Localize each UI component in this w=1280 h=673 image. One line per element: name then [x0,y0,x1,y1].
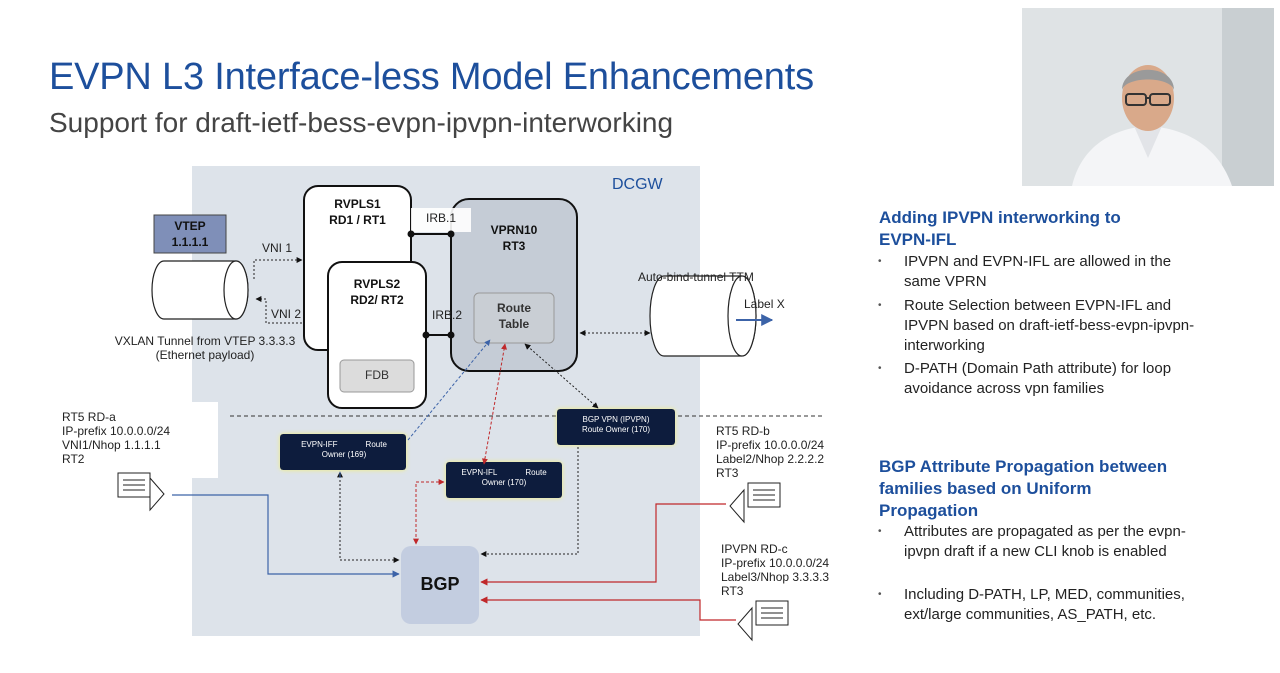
irb2-label: IRB.2 [432,308,463,322]
owner-bgpvpn-line1: BGP VPN (IPVPN) [582,415,650,424]
bullet-glyph: • [878,363,882,374]
evpn-diagram: DCGW VTEP 1.1.1.1 RVPLS1 RD1 / RT1 RVPLS… [0,150,860,650]
label-x: Label X [744,297,785,311]
slide-subtitle: Support for draft-ietf-bess-evpn-ipvpn-i… [49,107,674,138]
section2-bullet-text: Including D-PATH, LP, MED, communities, … [904,586,1185,623]
owner-iff-right: Route [365,440,387,449]
section2-heading-line2: families based on Uniform [879,479,1092,498]
rt5-a-line1: RT5 RD-a [62,410,116,424]
irb1-label: IRB.1 [426,211,457,225]
ipvpn-c-prefix: IP-prefix 10.0.0.0/24 [721,556,830,570]
rt5-a-line4: RT2 [62,452,85,466]
rt5-b-line3: Label2/Nhop 2.2.2.2 [716,452,825,466]
diagram-graphics [50,166,822,642]
vtep-label: VTEP 1.1.1.1 [154,218,226,250]
ipvpn-c-line3: Label3/Nhop 3.3.3.3 [721,570,830,584]
rt5-b-block: RT5 RD-b IP-prefix 10.0.0.0/24 Label2/Nh… [716,424,824,480]
section1-bullet-text: D-PATH (Domain Path attribute) for loop … [904,360,1172,397]
vni1-label: VNI 1 [262,241,293,255]
section1-bullet-text: IPVPN and EVPN-IFL are allowed in the sa… [904,253,1172,290]
vtep-label-line2: 1.1.1.1 [171,235,209,249]
bullet-glyph: • [878,256,882,267]
section1-heading-line2: EVPN-IFL [879,230,957,249]
presenter-video [1022,8,1274,186]
vtep-label-line1: VTEP [174,219,206,233]
ipvpn-c-block: IPVPN RD-c IP-prefix 10.0.0.0/24 Label3/… [721,542,829,598]
rt5-b-line1: RT5 RD-b [716,424,770,438]
auto-bind-label: Auto-bind-tunnel TTM [638,270,754,284]
message-icon-right-bottom [737,600,789,642]
rvpls2-label-line2: RD2/ RT2 [350,293,404,307]
vprn10-label-line1: VPRN10 [490,223,538,237]
section1-heading: Adding IPVPN interworking to EVPN-IFL [879,207,1121,251]
rt5-a-block: RT5 RD-a IP-prefix 10.0.0.0/24 VNI1/Nhop… [62,410,170,466]
ipvpn-c-line4: RT3 [721,584,744,598]
owner-ifl-left: EVPN-IFL [461,468,498,477]
slide-title: EVPN L3 Interface-less Model Enhancement… [49,56,814,98]
fdb-label: FDB [365,368,389,382]
owner-ifl-box [446,462,562,498]
owner-iff-label: EVPN-IFF Route Owner (169) [284,440,404,460]
bullet-glyph: • [878,589,882,600]
section2-heading-line3: Propagation [879,501,979,520]
vprn10-label-line2: RT3 [502,239,526,253]
vxlan-label: VXLAN Tunnel from VTEP 3.3.3.3 (Ethernet… [94,334,316,362]
owner-ifl-label: EVPN-IFL Route Owner (170) [448,468,560,488]
message-icon-left [117,472,165,512]
route-table-label: Route Table [474,300,554,332]
section2-bullet-text: Attributes are propagated as per the evp… [904,523,1186,560]
rvpls1-label: RVPLS1 RD1 / RT1 [304,196,411,228]
vtep-box [153,214,227,254]
rvpls2-label-line1: RVPLS2 [353,277,401,291]
vxlan-label-line2: (Ethernet payload) [155,348,255,362]
bgp-label: BGP [420,574,460,594]
section1-heading-line1: Adding IPVPN interworking to [879,208,1121,227]
ipvpn-c-line1: IPVPN RD-c [721,542,788,556]
bullet-glyph: • [878,526,882,537]
owner-bgpvpn-label: BGP VPN (IPVPN) Route Owner (170) [557,415,675,435]
dcgw-label: DCGW [612,176,663,193]
section2-heading: BGP Attribute Propagation between famili… [879,456,1167,522]
route-table-label-line2: Table [498,317,530,331]
owner-ifl-line2: Owner (170) [481,478,527,487]
rvpls1-label-line2: RD1 / RT1 [329,213,386,227]
bgp-box [401,546,479,624]
section2-heading-line1: BGP Attribute Propagation between [879,457,1168,476]
vni2-label: VNI 2 [271,307,302,321]
vprn10-label: VPRN10 RT3 [451,222,577,254]
section1-bullet-text: Route Selection between EVPN-IFL and IPV… [904,297,1195,354]
vxlan-label-line1: VXLAN Tunnel from VTEP 3.3.3.3 [114,334,296,348]
bullet-glyph: • [878,300,882,311]
rt5-b-line4: RT3 [716,466,739,480]
owner-iff-box [280,434,406,470]
owner-iff-line2: Owner (169) [321,450,367,459]
fdb-box [339,359,415,393]
rt5-b-prefix: IP-prefix 10.0.0.0/24 [716,438,825,452]
owner-bgpvpn-box [557,409,675,445]
rvpls2-label: RVPLS2 RD2/ RT2 [328,276,426,308]
rt5-a-prefix: IP-prefix 10.0.0.0/24 [62,424,171,438]
rt5-a-line3: VNI1/Nhop 1.1.1.1 [62,438,161,452]
rvpls1-label-line1: RVPLS1 [334,197,381,211]
route-table-label-line1: Route [497,301,531,315]
owner-ifl-right: Route [525,468,547,477]
owner-bgpvpn-line2: Route Owner (170) [581,425,651,434]
message-icon-right-top [729,482,781,524]
owner-iff-left: EVPN-IFF [301,440,338,449]
route-table-box [473,292,555,344]
